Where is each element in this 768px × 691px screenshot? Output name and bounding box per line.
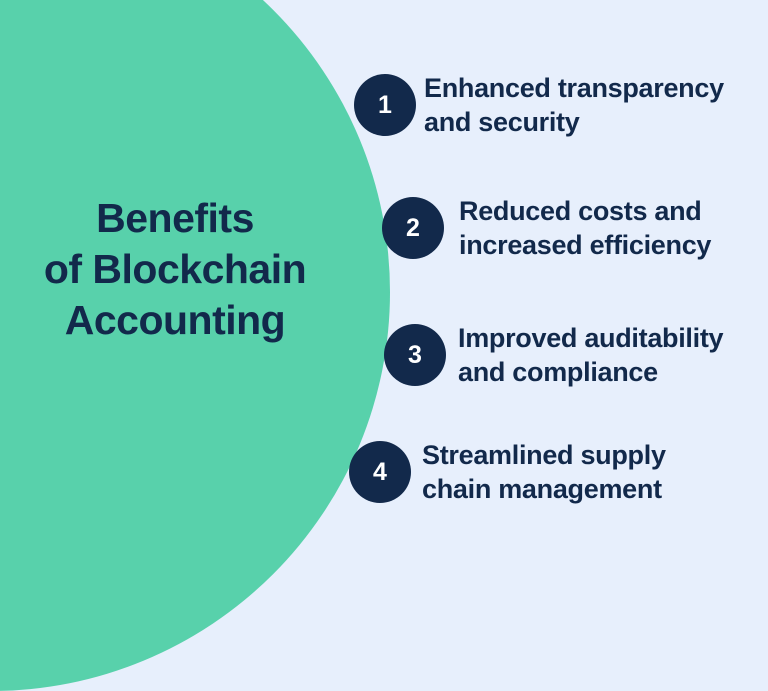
item-label-2: Reduced costs and increased efficiency	[459, 196, 712, 260]
number-badge-4: 4	[349, 441, 411, 503]
list-item-2: 2 Reduced costs and increased efficiency	[382, 194, 711, 262]
list-item-4: 4 Streamlined supply chain management	[349, 438, 666, 506]
item-label-1: Enhanced transparency and security	[424, 73, 724, 137]
item-label-3: Improved auditability and compliance	[458, 323, 724, 387]
number-badge-3: 3	[384, 324, 446, 386]
number-badge-2: 2	[382, 197, 444, 259]
list-item-1: 1 Enhanced transparency and security	[354, 71, 724, 139]
number-badge-1: 1	[354, 74, 416, 136]
page-title: Benefits of Blockchain Accounting	[43, 195, 307, 343]
list-item-3: 3 Improved auditability and compliance	[384, 321, 724, 389]
item-label-4: Streamlined supply chain management	[422, 440, 666, 504]
